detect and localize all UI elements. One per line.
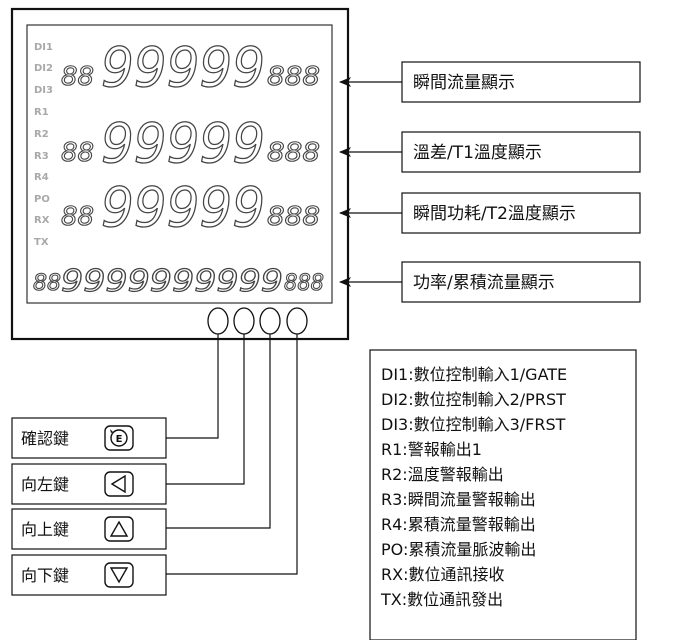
down-knob[interactable] [286,307,308,335]
enter-icon: E [104,425,134,451]
callout-temp-diff: 溫差/T1溫度顯示 [401,131,641,173]
down-arrow-icon [104,562,134,588]
lcd-row-2-left-digits: 88 [61,138,94,168]
lcd-indicator-labels: DI1 DI2 DI3 R1 R2 R3 R4 PO RX TX [34,42,53,248]
callout-label-4: 功率/累積流量顯示 [413,273,555,293]
legend-item-rx: RX:數位通訊接收 [381,565,504,584]
lcd-row-4-left-digits: 88 [33,271,61,296]
left-arrow-icon [104,471,134,497]
lcd-row-2: 88 99999 888 [60,111,320,175]
connector-up [166,334,271,529]
lcd-row-4-right-digits: 888 [284,271,324,296]
connector-left [166,334,245,485]
lcd-row-3-left-digits: 88 [61,202,94,232]
lcd-row-1-left-digits: 88 [61,62,94,92]
callout-power-t2: 瞬間功耗/T2溫度顯示 [401,192,641,234]
callout-label-1: 瞬間流量顯示 [413,73,515,93]
lcd-label-rx: RX [34,215,50,226]
legend-item-r2: R2:溫度警報輸出 [381,465,504,484]
lcd-label-di2: DI2 [34,63,53,74]
lcd-label-di3: DI3 [34,85,53,96]
key-down: 向下鍵 [11,554,167,596]
lcd-row-1-main-digits: 99999 [101,36,265,99]
connector-enter [166,334,219,439]
legend-item-r3: R3:瞬間流量警報輸出 [381,490,536,509]
left-knob[interactable] [233,307,255,335]
callout-total-flow: 功率/累積流量顯示 [401,261,641,303]
legend-item-di3: DI3:數位控制輸入3/FRST [381,415,566,434]
lcd-row-2-right-digits: 888 [267,138,320,168]
lcd-row-2-main-digits: 99999 [101,112,265,175]
lcd-label-di1: DI1 [34,42,53,53]
lcd-label-r4: R4 [34,172,49,183]
lcd-row-4: 88 9999999999 888 [32,263,324,299]
key-up: 向上鍵 [11,508,167,550]
key-up-label: 向上鍵 [21,520,69,539]
legend-item-r4: R4:累積流量警報輸出 [381,515,536,534]
callout-instant-flow: 瞬間流量顯示 [401,61,641,103]
lcd-label-r1: R1 [34,107,49,118]
up-arrow-icon [104,516,134,542]
indicator-legend: DI1:數位控制輸入1/GATE DI2:數位控制輸入2/PRST DI3:數位… [369,349,637,640]
lcd-row-1: 88 99999 888 [60,35,320,99]
lcd-label-tx: TX [34,237,49,248]
up-knob[interactable] [259,307,281,335]
legend-item-di1: DI1:數位控制輸入1/GATE [381,365,567,384]
lcd-label-po: PO [34,194,50,205]
enter-knob[interactable] [207,307,229,335]
key-down-label: 向下鍵 [21,566,69,585]
lcd-row-3: 88 99999 888 [60,175,320,239]
lcd-row-1-right-digits: 888 [267,62,320,92]
svg-text:E: E [116,434,123,445]
callout-label-2: 溫差/T1溫度顯示 [413,143,542,163]
lcd-row-3-right-digits: 888 [267,202,320,232]
legend-item-po: PO:累積流量脈波輸出 [381,540,536,559]
lcd-label-r3: R3 [34,151,49,162]
lcd-display [26,24,333,304]
lcd-label-r2: R2 [34,129,49,140]
key-enter-label: 確認鍵 [21,429,69,448]
key-left-label: 向左鍵 [21,475,69,494]
legend-item-tx: TX:數位通訊發出 [380,590,503,609]
legend-item-di2: DI2:數位控制輸入2/PRST [381,390,566,409]
connector-down [166,334,298,575]
key-left: 向左鍵 [11,463,167,505]
lcd-row-4-main-digits: 9999999999 [61,264,283,299]
legend-item-r1: R1:警報輸出1 [381,440,482,459]
callout-label-3: 瞬間功耗/T2溫度顯示 [413,204,576,224]
lcd-row-3-main-digits: 99999 [101,176,265,239]
key-enter: 確認鍵 E [11,417,167,459]
